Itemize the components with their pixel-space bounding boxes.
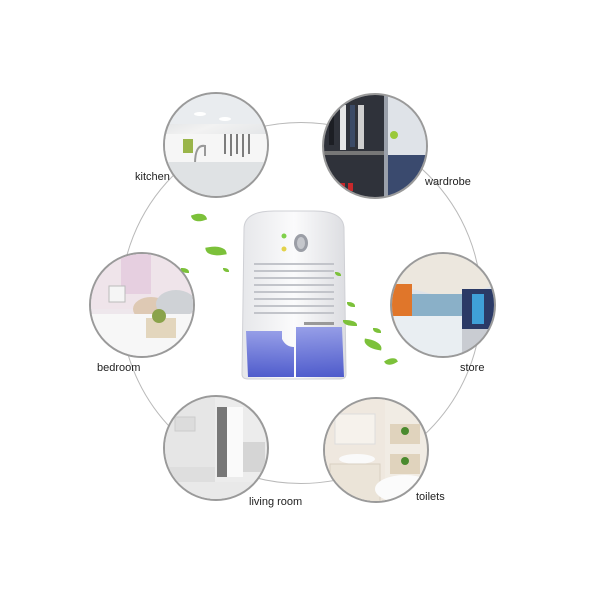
store-photo (390, 252, 496, 358)
wardrobe-photo (322, 93, 428, 199)
leaf-decoration (335, 272, 341, 276)
kitchen-photo (163, 92, 269, 198)
dehumidifier-device (234, 209, 354, 386)
bedroom-label: bedroom (97, 362, 141, 374)
leaf-decoration (343, 320, 357, 326)
leaf-decoration (373, 328, 381, 333)
kitchen-label: kitchen (135, 171, 170, 183)
toilets-label: toilets (416, 491, 445, 503)
toilets-photo (323, 397, 429, 503)
leaf-decoration (181, 268, 189, 273)
store-label: store (460, 362, 485, 374)
leaf-decoration (223, 268, 229, 272)
living-room-label: living room (249, 496, 303, 508)
living-room-photo (163, 395, 269, 501)
bedroom-photo (89, 252, 195, 358)
wardrobe-label: wardrobe (425, 176, 471, 188)
leaf-decoration (347, 302, 355, 307)
